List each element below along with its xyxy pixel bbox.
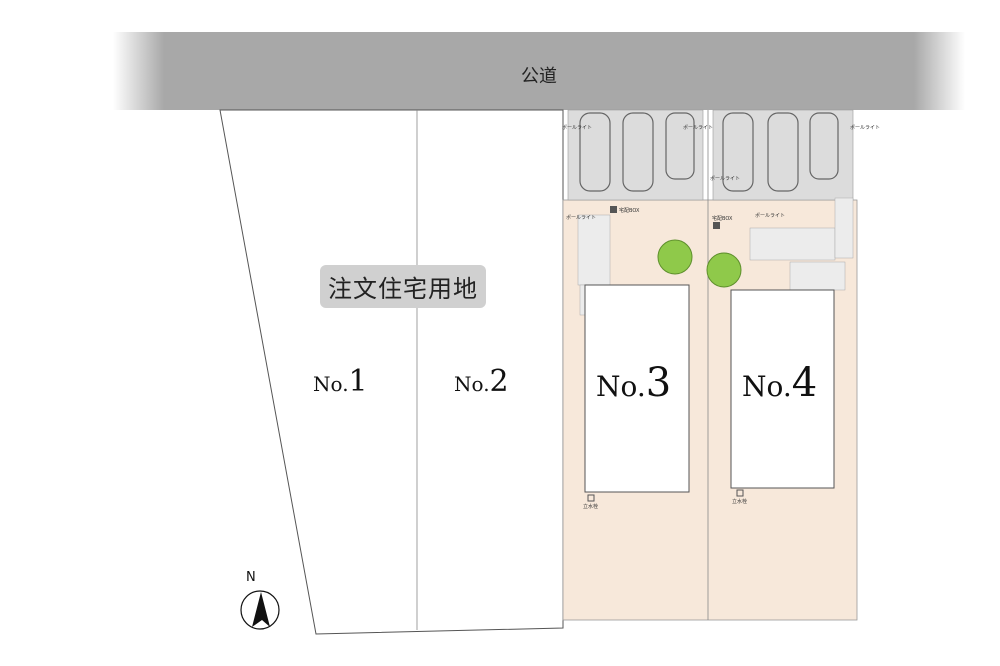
pole-light-label: ポールライト [683,125,714,131]
tile-patch [749,227,836,261]
tile-patch [789,261,846,291]
car-icon [622,112,654,192]
compass-label: N [246,570,256,585]
faucet-icon [587,494,595,502]
lot-label-4: No.4 [742,360,818,406]
faucet-icon [736,489,744,497]
north-arrow-icon [252,592,270,627]
tree-icon [657,239,693,275]
site-boundary-lots-1-2 [219,109,564,635]
road-label: 公道 [521,66,557,87]
house-footprint-3 [584,284,690,493]
tile-patch [834,197,854,259]
lot-label-2: No.2 [454,364,509,399]
car-icon [665,112,695,180]
lot-label-3: No.3 [596,360,672,406]
delivery-box-icon [713,222,720,229]
pole-light-label: ポールライト [562,125,593,131]
car-icon [809,112,839,180]
tree-icon [706,252,742,288]
land-type-badge: 注文住宅用地 [320,265,486,308]
parking-lot-3 [567,109,704,201]
lot-label-1: No.1 [313,364,368,399]
faucet-label: 立水栓 [732,499,748,505]
car-icon [579,112,611,192]
delivery-box-label: 宅配BOX [712,216,733,222]
pole-light-label: ポールライト [755,213,786,219]
parking-lot-4 [712,109,854,201]
pole-light-label: ポールライト [566,215,597,221]
delivery-box-icon [610,206,617,213]
pole-light-label: ポールライト [850,125,881,131]
car-icon [722,112,754,192]
house-footprint-4 [730,289,835,489]
public-road: 公道 [113,32,965,110]
car-icon [767,112,799,192]
tile-patch [577,214,611,286]
delivery-box-label: 宅配BOX [619,208,640,214]
faucet-label: 立水栓 [583,504,599,510]
pole-light-label: ポールライト [710,176,741,182]
